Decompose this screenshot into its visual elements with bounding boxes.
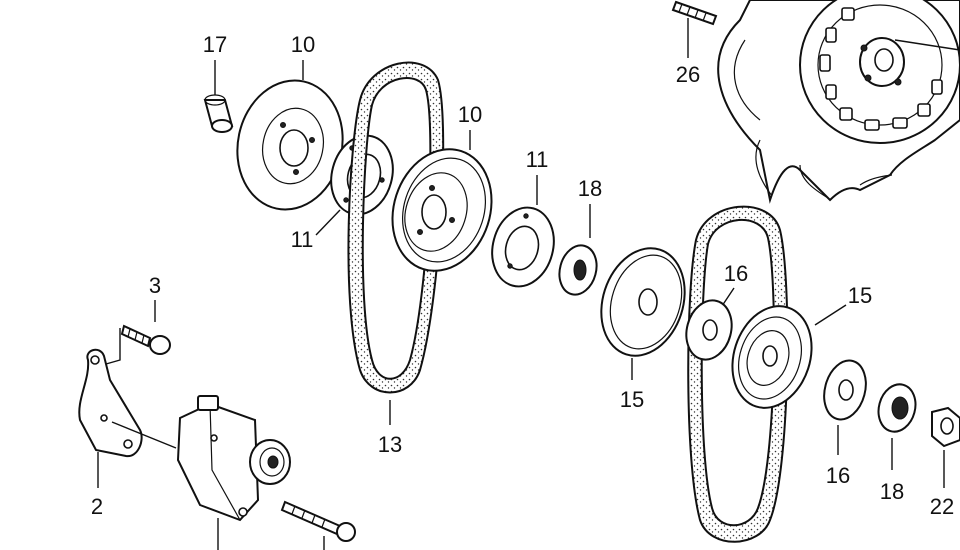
label-16-bottom: 16 — [826, 463, 850, 488]
bracket-2: 2 — [78, 348, 177, 519]
label-17: 17 — [203, 32, 227, 57]
label-10-mid: 10 — [458, 102, 482, 127]
pulley-half-15-mid: 15 — [600, 247, 686, 412]
pulley-half-10-top: 10 — [236, 32, 344, 211]
label-15-right: 15 — [848, 283, 872, 308]
cooling-fan — [717, 0, 960, 204]
shim-16-top: 16 — [685, 261, 748, 361]
label-13: 13 — [378, 432, 402, 457]
label-18-bottom: 18 — [880, 479, 904, 504]
shim-16-bottom: 16 — [823, 359, 867, 488]
fan-vents — [819, 7, 943, 131]
spacer-18-bottom: 18 — [877, 383, 917, 504]
label-16-top: 16 — [724, 261, 748, 286]
stud-26: 26 — [671, 0, 718, 87]
label-2: 2 — [91, 494, 103, 519]
nut-22: 22 — [930, 406, 960, 519]
bolt-3: 3 — [105, 273, 171, 365]
shim-11-top: 11 — [491, 147, 555, 288]
spacer-18-top: 18 — [558, 176, 602, 296]
alternator-housing — [176, 395, 356, 550]
label-10-top: 10 — [291, 32, 315, 57]
label-26: 26 — [676, 62, 700, 87]
bushing-17: 17 — [203, 32, 234, 133]
label-15-mid: 15 — [620, 387, 644, 412]
label-11-top: 11 — [526, 147, 549, 172]
label-3: 3 — [149, 273, 161, 298]
pulley-half-10-mid: 10 — [391, 102, 493, 272]
label-18-top: 18 — [578, 176, 602, 201]
drive-belt-right — [687, 205, 789, 543]
label-11-left: 11 — [291, 227, 314, 252]
pulley-half-15-right: 15 — [731, 283, 872, 409]
drive-belt-13: 13 — [347, 61, 445, 457]
label-22: 22 — [930, 494, 954, 519]
